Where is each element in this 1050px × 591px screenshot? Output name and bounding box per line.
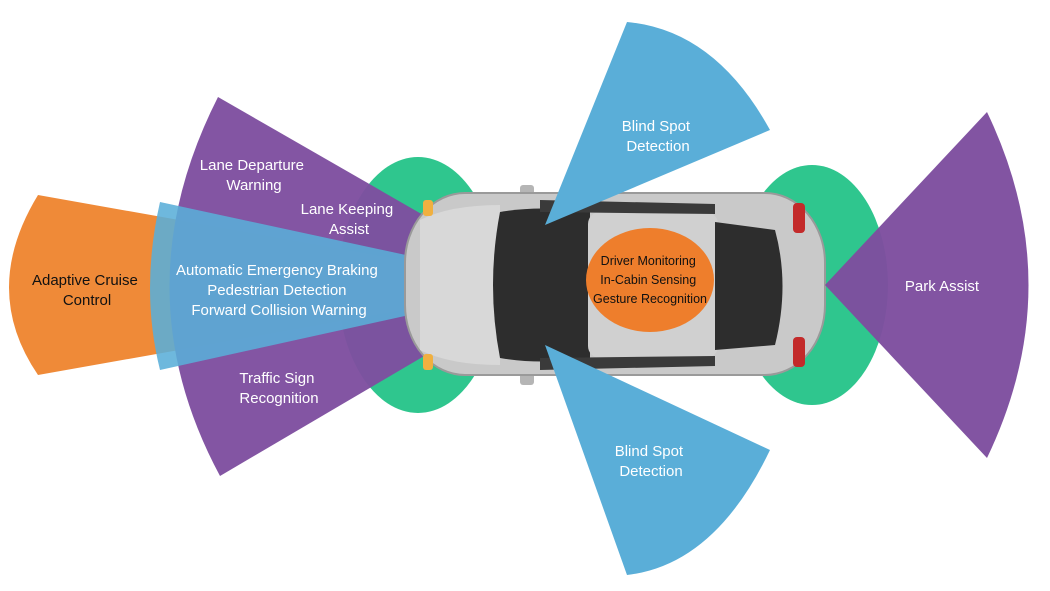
blind-spot-top-zone bbox=[545, 22, 770, 225]
blind-spot-bottom-label: Blind Spot Detection bbox=[615, 443, 688, 480]
front-radar-zone bbox=[150, 202, 545, 370]
park-assist-label: Park Assist bbox=[905, 278, 980, 295]
in-cabin-zone bbox=[586, 228, 714, 332]
cabin-label: Driver Monitoring In-Cabin Sensing Gestu… bbox=[593, 254, 707, 306]
front-radar-label: Automatic Emergency Braking Pedestrian D… bbox=[176, 262, 382, 319]
park-assist-zone bbox=[825, 112, 1029, 458]
traffic-sign-label: Traffic Sign Recognition bbox=[239, 370, 318, 407]
blind-spot-bottom-zone bbox=[545, 345, 770, 575]
blind-spot-top-label: Blind Spot Detection bbox=[622, 118, 695, 155]
lane-departure-label: Lane Departure Warning bbox=[200, 157, 308, 194]
adaptive-cruise-label: Adaptive Cruise Control bbox=[32, 272, 142, 309]
lane-keeping-label: Lane Keeping Assist bbox=[301, 201, 398, 238]
